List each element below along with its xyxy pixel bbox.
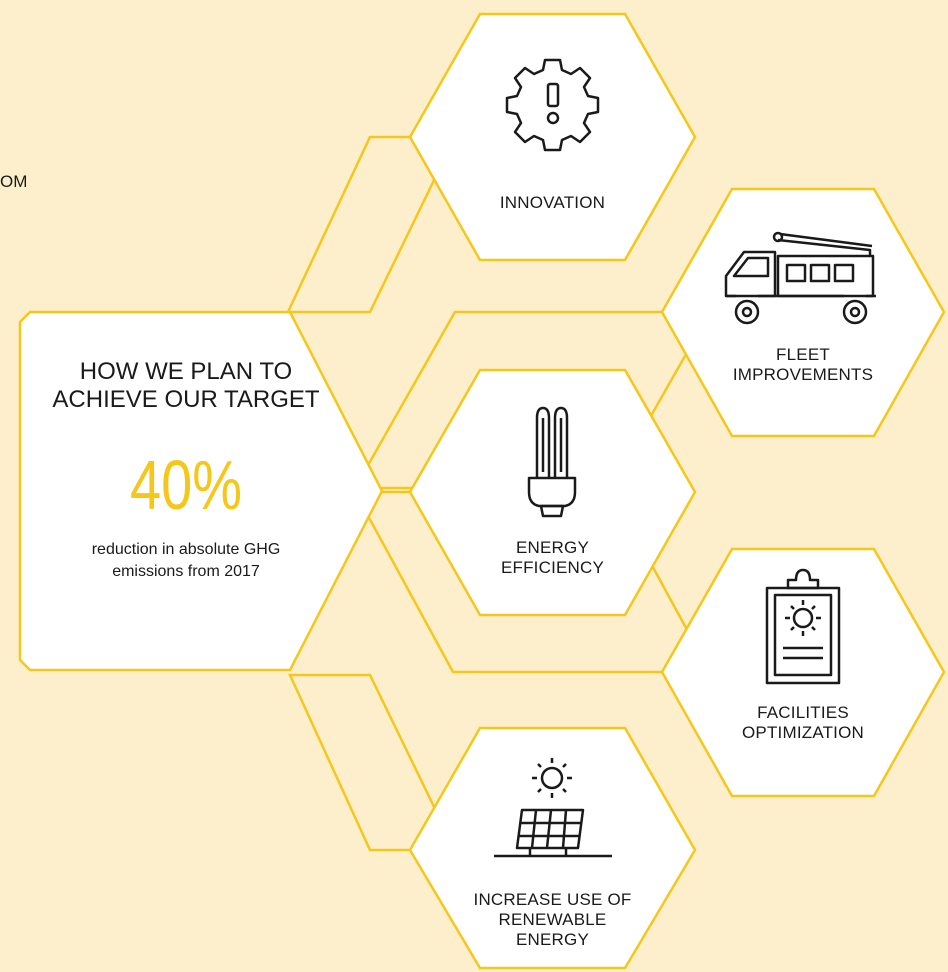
renewable-label: INCREASE USE OF RENEWABLE ENERGY <box>460 890 645 950</box>
energy-label: ENERGY EFFICIENCY <box>480 538 625 578</box>
center-subtitle-line2: emissions from 2017 <box>112 563 260 580</box>
facilities-label-line2: OPTIMIZATION <box>741 723 865 742</box>
center-subtitle-line1: reduction in absolute GHG <box>91 541 281 558</box>
facilities-hexagon <box>660 547 946 798</box>
light-bulb-icon <box>527 406 577 518</box>
center-subtitle: reduction in absolute GHG emissions from… <box>48 539 324 583</box>
fleet-hexagon <box>660 187 946 438</box>
center-title-line1: HOW WE PLAN TO <box>79 358 293 385</box>
energy-label-line2: EFFICIENCY <box>500 558 605 577</box>
innovation-label-line1: INNOVATION <box>499 193 606 212</box>
solar-panel-icon <box>494 758 612 858</box>
renewable-label-line3: ENERGY <box>516 930 589 949</box>
renewable-label-line2: RENEWABLE <box>498 910 607 929</box>
cropped-text-fragment: OM <box>0 172 28 191</box>
center-hexagon <box>18 310 384 672</box>
fleet-label: FLEET IMPROVEMENTS <box>720 345 886 385</box>
energy-hexagon <box>408 368 697 617</box>
center-title-line2: ACHIEVE OUR TARGET <box>52 386 320 413</box>
target-percentage: 40% <box>129 446 243 524</box>
innovation-hexagon <box>408 12 697 262</box>
renewable-label-line1: INCREASE USE OF <box>473 890 632 909</box>
clipboard-sun-icon <box>765 568 841 685</box>
facilities-label: FACILITIES OPTIMIZATION <box>720 703 886 743</box>
energy-label-line1: ENERGY <box>516 538 589 557</box>
fleet-label-line1: FLEET <box>776 345 830 364</box>
utility-truck-icon <box>724 231 876 325</box>
center-title: HOW WE PLAN TO ACHIEVE OUR TARGET <box>30 358 342 414</box>
facilities-label-line1: FACILITIES <box>757 703 849 722</box>
fleet-label-line2: IMPROVEMENTS <box>732 365 874 384</box>
innovation-label: INNOVATION <box>480 193 625 213</box>
gear-alert-icon <box>505 58 600 152</box>
